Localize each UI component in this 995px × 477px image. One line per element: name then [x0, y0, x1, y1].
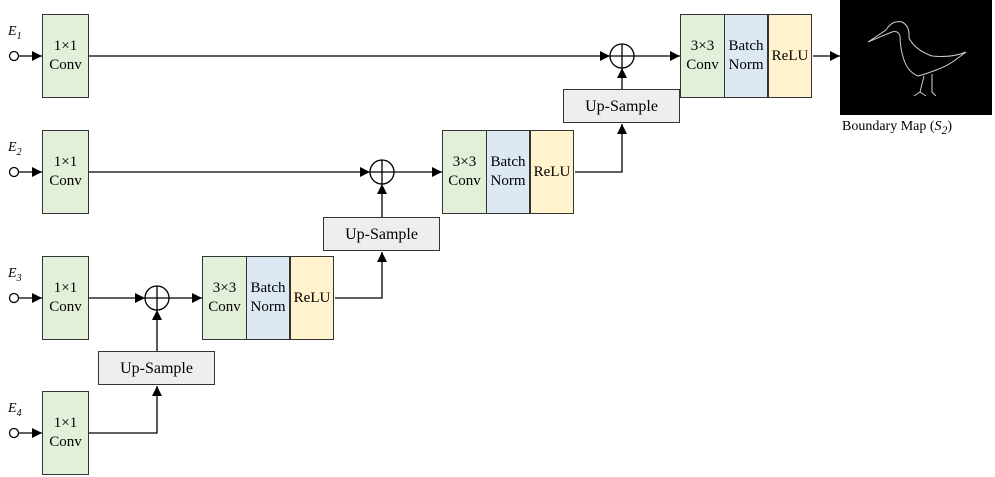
- batchnorm-line2: Norm: [729, 56, 764, 75]
- add-node-level-2: [370, 160, 394, 184]
- upsample-block-bottom: Up-Sample: [98, 351, 215, 385]
- input-node-e4: [10, 429, 19, 438]
- input-label-e3: E3: [8, 266, 22, 284]
- batchnorm-line2: Norm: [491, 172, 526, 191]
- conv3x3-size: 3×3: [448, 153, 481, 172]
- conv3x3-type: Conv: [448, 172, 481, 191]
- bird-silhouette-icon: [840, 0, 992, 115]
- conv3x3-type: Conv: [208, 298, 241, 317]
- conv1x1-size: 1×1: [49, 279, 82, 298]
- boundary-map-image: [840, 0, 992, 115]
- input-label-e1: E1: [8, 24, 22, 42]
- conv3x3-type: Conv: [686, 56, 719, 75]
- input-label-e4: E4: [8, 401, 22, 419]
- batchnorm-line1: Batch: [729, 37, 764, 56]
- relu-block-level-2: ReLU: [530, 130, 574, 214]
- add-node-level-1: [610, 44, 634, 68]
- batchnorm-line1: Batch: [491, 153, 526, 172]
- conv3x3-size: 3×3: [208, 279, 241, 298]
- relu-block-level-3: ReLU: [290, 256, 334, 340]
- input-node-e1: [10, 52, 19, 61]
- output-caption: Boundary Map (S2): [842, 119, 952, 137]
- input-label-e2: E2: [8, 140, 22, 158]
- upsample-block-middle: Up-Sample: [323, 217, 440, 251]
- conv1x1-size: 1×1: [49, 153, 82, 172]
- conv1x1-type: Conv: [49, 433, 82, 452]
- conv1x1-type: Conv: [49, 298, 82, 317]
- conv1x1-size: 1×1: [49, 37, 82, 56]
- conv1x1-type: Conv: [49, 56, 82, 75]
- relu-block-level-1: ReLU: [768, 14, 812, 98]
- batchnorm-line2: Norm: [251, 298, 286, 317]
- add-node-level-3: [145, 286, 169, 310]
- upsample-block-top: Up-Sample: [563, 89, 680, 123]
- conv1x1-size: 1×1: [49, 414, 82, 433]
- conv3x3-size: 3×3: [686, 37, 719, 56]
- input-node-e2: [10, 168, 19, 177]
- input-node-e3: [10, 294, 19, 303]
- conv1x1-type: Conv: [49, 172, 82, 191]
- batchnorm-line1: Batch: [251, 279, 286, 298]
